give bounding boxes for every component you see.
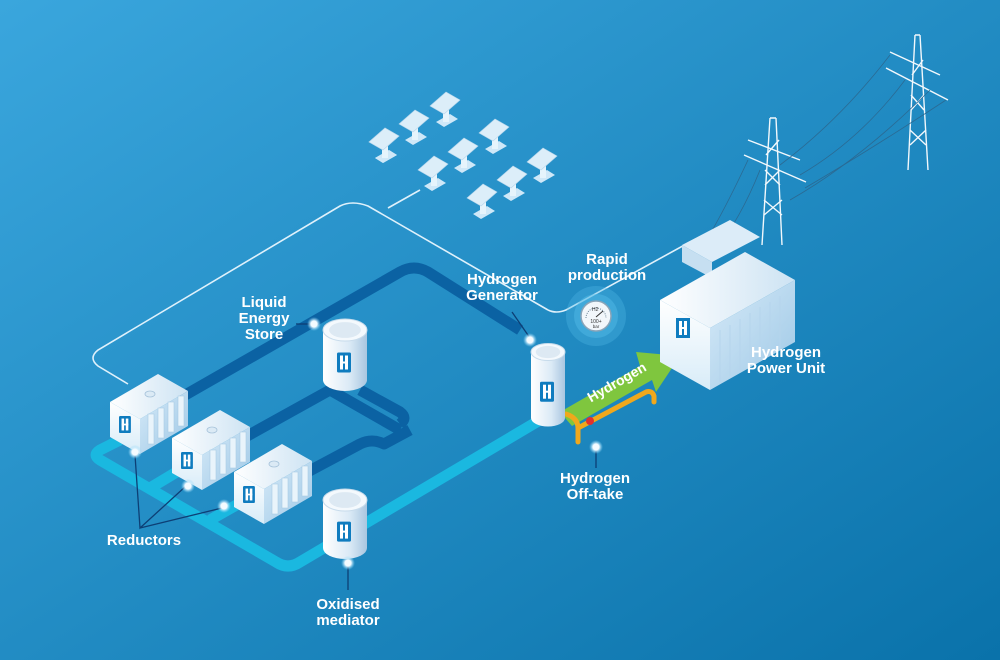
label-hydrogen-power-unit: Hydrogen Power Unit xyxy=(736,345,836,377)
label-line: mediator xyxy=(316,612,380,629)
label-line: Power Unit xyxy=(746,360,826,377)
pipe-lower xyxy=(297,425,413,481)
cable-solar-branch xyxy=(387,189,421,209)
storage-tank xyxy=(322,318,368,391)
label-hydrogen-offtake: Hydrogen Off-take xyxy=(552,471,638,503)
marker-dot-core xyxy=(310,320,318,328)
solar-panel xyxy=(368,127,400,163)
gauge-gas: H2 xyxy=(592,307,599,313)
logo-icon xyxy=(243,486,255,503)
label-reductors: Reductors xyxy=(96,533,192,549)
solar-array xyxy=(368,91,558,219)
hydrogen-flow-arrow xyxy=(560,352,680,426)
pipe-return-loop xyxy=(90,415,543,572)
marker-dot-core xyxy=(131,448,139,456)
solar-panel xyxy=(478,118,510,154)
label-liquid-energy-store: Liquid Energy Store xyxy=(232,295,296,343)
pressure-gauge: H2 100+ bar xyxy=(566,286,626,346)
solar-panel xyxy=(398,109,430,145)
charged-pipes xyxy=(177,262,523,481)
solar-panel xyxy=(496,165,528,201)
solar-panel xyxy=(429,91,461,127)
marker-dot-core xyxy=(526,336,534,344)
pipe-upper xyxy=(177,262,523,403)
solar-panel xyxy=(526,147,558,183)
marker-dots xyxy=(128,317,603,570)
storage-tank xyxy=(530,343,566,427)
reductor-unit xyxy=(172,410,250,490)
hydrogen-offtake-pipe xyxy=(563,389,657,445)
logo-icon xyxy=(676,318,690,338)
marker-dot-core xyxy=(344,559,352,567)
valve-icon xyxy=(586,417,594,425)
marker-dot-core xyxy=(184,482,192,490)
solar-panel xyxy=(466,183,498,219)
logo-icon xyxy=(540,381,554,402)
pipe-middle xyxy=(237,384,403,445)
label-rapid-production: Rapid production xyxy=(562,252,652,284)
cable-reductors-to-solar xyxy=(92,202,549,385)
label-oxidised-mediator: Oxidised mediator xyxy=(306,597,390,629)
label-line: Off-take xyxy=(566,486,624,503)
storage-tank xyxy=(322,488,368,559)
label-line: Generator xyxy=(466,287,538,304)
label-line: Rapid xyxy=(586,251,628,268)
label-line: Reductors xyxy=(106,532,182,549)
gauge-unit: bar xyxy=(593,324,600,329)
gauge-value: 100+ xyxy=(590,319,601,325)
label-line: Hydrogen xyxy=(466,271,537,288)
label-line: Store xyxy=(244,326,284,343)
reductor-unit xyxy=(110,374,188,454)
power-lines xyxy=(699,54,947,251)
hydrogen-power-unit xyxy=(660,220,795,390)
pylon-near xyxy=(743,117,807,246)
tanks xyxy=(322,318,566,559)
logo-icon xyxy=(181,452,193,469)
solar-panel xyxy=(447,137,479,173)
marker-dot-core xyxy=(592,443,600,451)
reductor-unit xyxy=(234,444,312,524)
reductors xyxy=(110,374,312,524)
label-line: Hydrogen xyxy=(559,470,630,487)
label-line: Hydrogen xyxy=(750,344,821,361)
label-line: Energy xyxy=(238,310,290,327)
label-line: Oxidised xyxy=(316,596,380,613)
logo-icon xyxy=(119,416,131,433)
logo-icon xyxy=(337,352,351,373)
transmission-towers xyxy=(699,34,949,251)
logo-icon xyxy=(337,521,351,542)
solar-panel xyxy=(417,155,449,191)
label-line: Liquid xyxy=(241,294,287,311)
pipe-store-return xyxy=(357,385,410,429)
cable-to-power-unit xyxy=(547,241,691,313)
gauge-icon xyxy=(580,300,612,332)
label-hydrogen-generator: Hydrogen Generator xyxy=(458,272,546,304)
power-cables xyxy=(92,189,691,385)
marker-dot-core xyxy=(220,502,228,510)
label-line: production xyxy=(567,267,647,284)
